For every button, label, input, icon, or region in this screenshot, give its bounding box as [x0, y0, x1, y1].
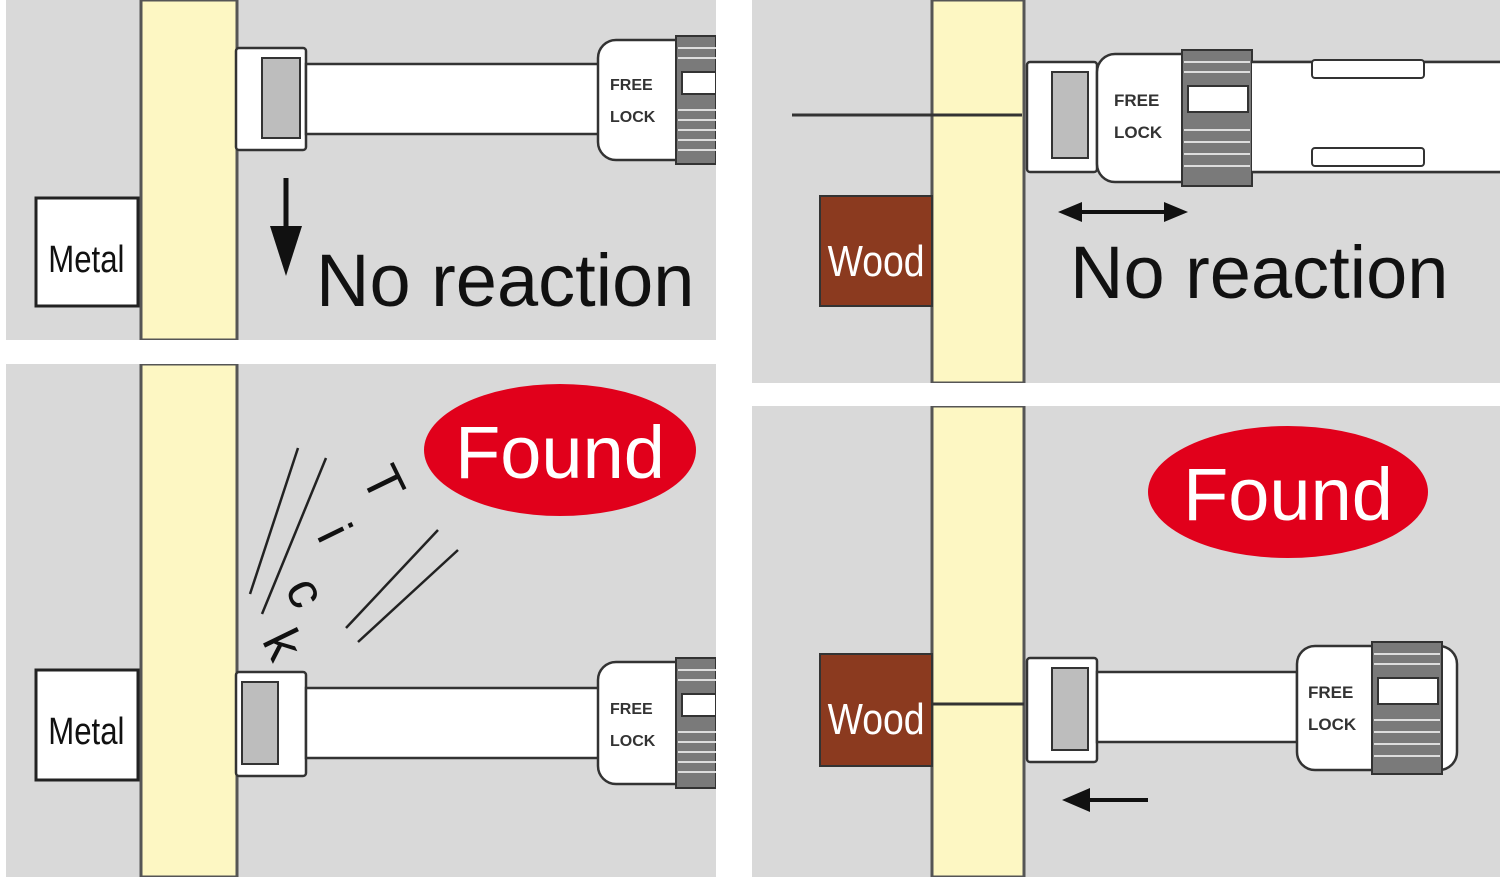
wood-label: Wood	[828, 236, 925, 286]
detector-shaft	[304, 686, 608, 760]
panel-metal-no-reaction-drawing: Metal FREE LOCK No reaction	[34, 0, 716, 340]
wall	[930, 406, 1026, 877]
panel-wood-no-reaction-drawing: Wood FREE LOCK No reaction	[792, 0, 1500, 383]
switch-lock-label: LOCK	[610, 733, 656, 750]
detector-pad	[261, 57, 301, 139]
switch-slot	[1377, 677, 1439, 705]
switch-dial	[675, 35, 716, 165]
panel-wood-no-reaction: Wood FREE LOCK No reaction	[752, 0, 1500, 383]
metal-label: Metal	[48, 711, 124, 753]
found-badge	[1148, 426, 1428, 558]
dial-ridges	[1184, 61, 1250, 167]
switch-free-label: FREE	[610, 701, 653, 718]
metal-label: Metal	[48, 239, 124, 281]
switch-lock-label: LOCK	[1114, 123, 1163, 142]
wall	[139, 364, 239, 877]
dial-ridges	[1374, 653, 1440, 757]
vibration-lines	[248, 447, 459, 643]
switch-slot	[1187, 85, 1249, 113]
panel-metal-no-reaction: Metal FREE LOCK No reaction	[6, 0, 716, 340]
detector-shaft	[304, 62, 608, 136]
metal-object	[34, 668, 140, 782]
found-label: Found	[455, 411, 665, 494]
shaft-groove-bottom	[1311, 147, 1425, 167]
switch-free-label: FREE	[610, 77, 653, 94]
detector-shaft	[1095, 670, 1299, 744]
sound-letter-i: i	[305, 515, 362, 551]
wall	[139, 0, 239, 340]
shaft-groove-top	[1311, 59, 1425, 79]
switch-slot	[681, 71, 716, 95]
found-label: Found	[1183, 453, 1393, 536]
panel-metal-found-drawing: Metal Found T i c k FREE LOCK	[34, 364, 716, 877]
switch-dial	[1371, 641, 1443, 775]
wood-object	[819, 653, 933, 767]
switch-dial	[675, 657, 716, 789]
found-badge	[424, 384, 696, 516]
status-no-reaction: No reaction	[1070, 231, 1448, 314]
double-arrow-icon	[1058, 202, 1188, 222]
down-arrow-icon	[270, 178, 302, 276]
status-no-reaction: No reaction	[316, 239, 694, 322]
wall	[930, 0, 1026, 383]
left-arrow-icon	[1062, 788, 1148, 812]
sound-letter-t: T	[350, 456, 416, 510]
switch-free-label: FREE	[1114, 91, 1159, 110]
metal-object	[34, 196, 140, 308]
wood-object	[819, 195, 933, 307]
sound-letter-c: c	[274, 568, 338, 617]
switch-free-label: FREE	[1308, 683, 1353, 702]
detector-pad	[241, 681, 279, 765]
dial-ridges	[678, 47, 716, 151]
wood-label: Wood	[828, 694, 925, 744]
panel-metal-found: Metal Found T i c k FREE LOCK	[6, 364, 716, 877]
detector-pad	[1051, 71, 1089, 159]
sound-letter-k: k	[251, 620, 315, 670]
panel-wood-found-drawing: Wood Found FREE LOCK	[819, 406, 1459, 877]
dial-ridges	[678, 669, 716, 773]
panel-wood-found: Wood Found FREE LOCK	[752, 406, 1500, 877]
switch-slot	[681, 693, 716, 717]
switch-lock-label: LOCK	[610, 109, 656, 126]
switch-lock-label: LOCK	[1308, 715, 1357, 734]
detector-pad	[1051, 667, 1089, 751]
